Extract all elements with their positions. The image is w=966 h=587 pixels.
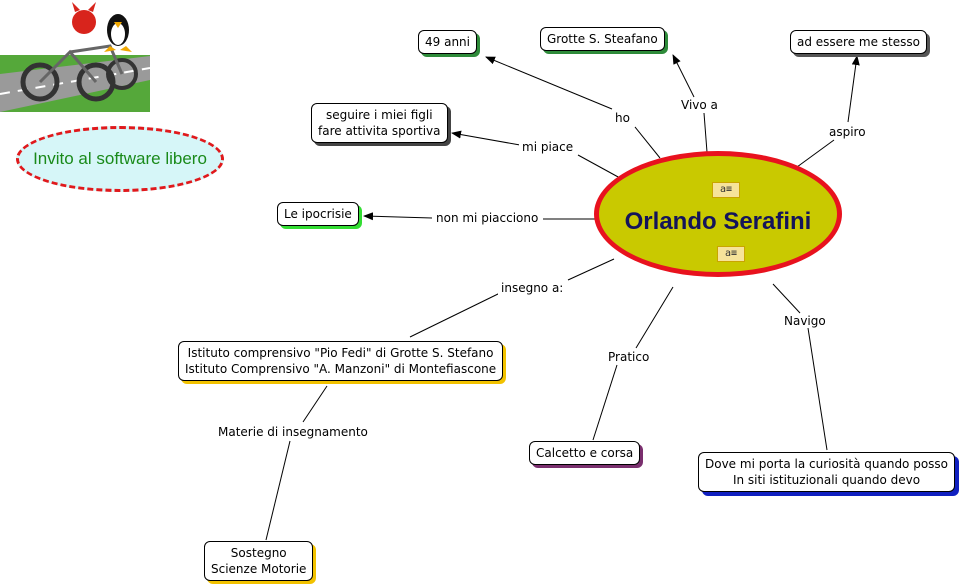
note-icon[interactable]: a≡	[717, 246, 745, 262]
bikers-illustration	[0, 2, 150, 112]
node-ipocrisie[interactable]: Le ipocrisie	[277, 202, 359, 226]
link-label-materie: Materie di insegnamento	[215, 425, 371, 439]
node-grotte[interactable]: Grotte S. Steafano	[540, 27, 665, 51]
central-concept-title: Orlando Serafini	[624, 208, 812, 235]
central-concept[interactable]: a≡ Orlando Serafini a≡	[594, 151, 842, 277]
link-label-pratico: Pratico	[605, 350, 653, 364]
note-icon[interactable]: a≡	[712, 182, 740, 198]
invite-free-software-bubble[interactable]: Invito al software libero	[16, 126, 224, 192]
node-seguire-figli[interactable]: seguire i miei figli fare attivita sport…	[311, 103, 448, 143]
software-libero-bikers-logo	[0, 0, 150, 112]
node-sostegno[interactable]: Sostegno Scienze Motorie	[204, 541, 314, 581]
link-label-insegno: insegno a:	[498, 281, 567, 295]
link-label-mi-piace: mi piace	[519, 140, 577, 154]
link-label-navigo: Navigo	[781, 314, 829, 328]
node-istituto[interactable]: Istituto comprensivo "Pio Fedi" di Grott…	[178, 341, 504, 381]
node-essere-me-stesso[interactable]: ad essere me stesso	[790, 30, 927, 54]
invite-label: Invito al software libero	[33, 149, 207, 168]
link-label-aspiro: aspiro	[826, 125, 869, 139]
node-calcetto[interactable]: Calcetto e corsa	[529, 441, 641, 465]
link-label-vivo-a: Vivo a	[678, 98, 721, 112]
link-label-non-mi-piacciono: non mi piacciono	[433, 211, 542, 225]
node-curiosita[interactable]: Dove mi porta la curiosità quando posso …	[698, 452, 956, 492]
node-49-anni[interactable]: 49 anni	[418, 30, 477, 54]
link-label-ho: ho	[612, 111, 633, 125]
